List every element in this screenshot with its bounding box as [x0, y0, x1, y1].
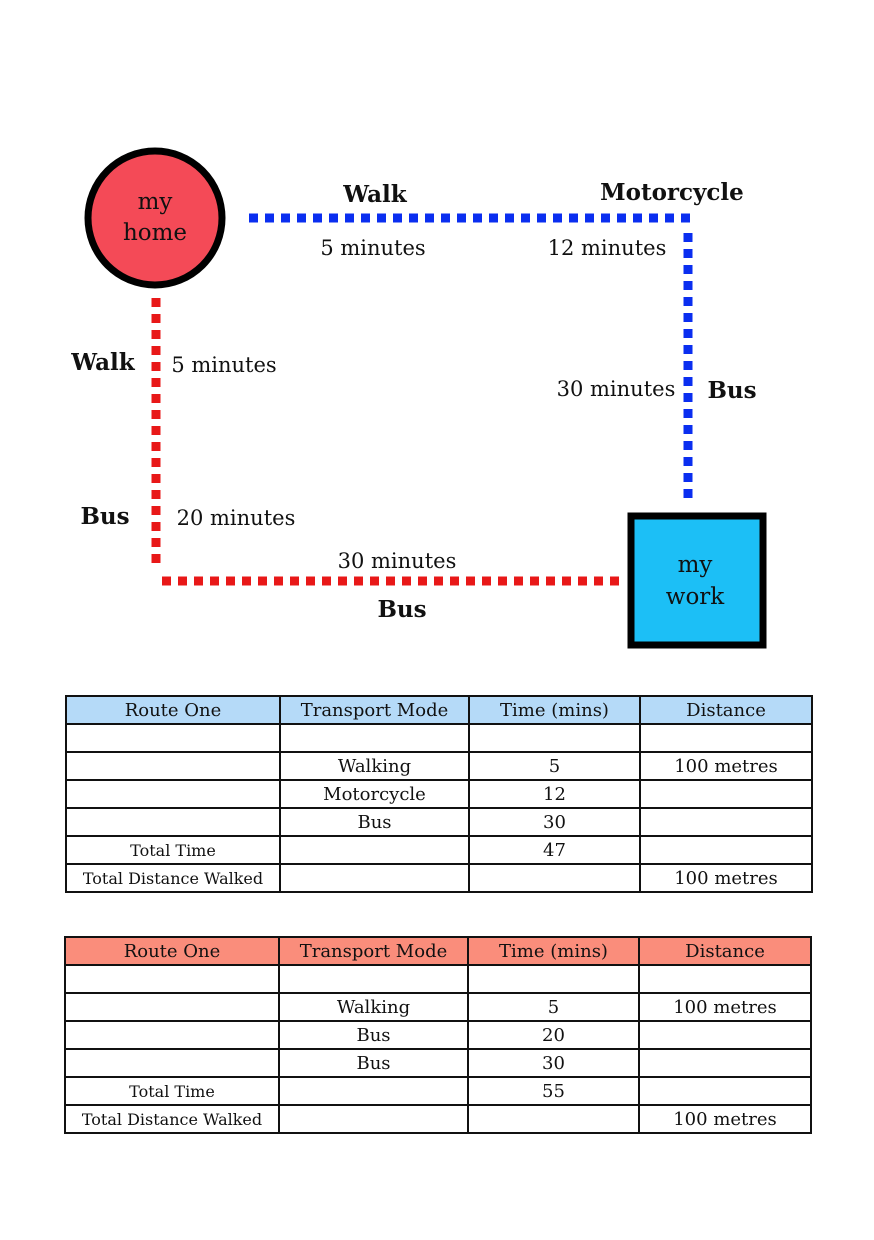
table-cell — [64, 964, 280, 994]
table-row: Walking 5 100 metres — [64, 992, 812, 1022]
total-distance-label: Total Distance Walked — [65, 863, 281, 893]
table-cell — [467, 964, 640, 994]
table-cell — [638, 964, 812, 994]
table-cell: 12 — [468, 779, 641, 809]
table-header-row: Route One Transport Mode Time (mins) Dis… — [64, 936, 812, 966]
route-one-motorcycle-label: Motorcycle — [600, 179, 744, 206]
route-two-bus-time-2: 30 minutes — [338, 549, 457, 573]
table-row: Bus 30 — [65, 807, 813, 837]
total-time-label: Total Time — [65, 835, 281, 865]
header-cell: Route One — [65, 695, 281, 725]
total-distance-value: 100 metres — [638, 1104, 812, 1134]
table-cell — [638, 1076, 812, 1106]
route-two-walk-time: 5 minutes — [171, 353, 276, 377]
table-cell — [65, 723, 281, 753]
table-row: Bus 20 — [64, 1020, 812, 1050]
header-cell: Distance — [638, 936, 812, 966]
home-circle — [84, 147, 226, 289]
route-one-bus-time: 30 minutes — [557, 377, 676, 401]
table-cell — [639, 779, 813, 809]
route-two-bus-label-1: Bus — [80, 503, 129, 530]
home-label-line2: home — [123, 220, 187, 246]
table-cell — [638, 1048, 812, 1078]
header-cell: Time (mins) — [467, 936, 640, 966]
route-one-table: Route One Transport Mode Time (mins) Dis… — [65, 695, 813, 893]
route-two-walk-label: Walk — [70, 349, 135, 376]
table-cell: 20 — [467, 1020, 640, 1050]
table-cell — [468, 863, 641, 893]
header-cell: Route One — [64, 936, 280, 966]
route-two-table: Route One Transport Mode Time (mins) Dis… — [64, 936, 812, 1134]
header-cell: Time (mins) — [468, 695, 641, 725]
table-row: Total Distance Walked 100 metres — [64, 1104, 812, 1134]
route-two-bus-time-1: 20 minutes — [177, 506, 296, 530]
table-cell — [64, 1048, 280, 1078]
total-time-value: 47 — [468, 835, 641, 865]
header-cell: Transport Mode — [279, 695, 470, 725]
table-cell — [279, 863, 470, 893]
total-time-label: Total Time — [64, 1076, 280, 1106]
table-cell — [278, 1104, 469, 1134]
table-cell: 30 — [468, 807, 641, 837]
table-cell — [639, 835, 813, 865]
work-node: my work — [627, 512, 767, 649]
route-diagram: my home my work Walk 5 minutes Motorcycl… — [70, 147, 767, 649]
work-label-line1: my — [678, 552, 713, 578]
table-cell — [639, 723, 813, 753]
route-one-walk-time: 5 minutes — [320, 236, 425, 260]
table-cell: Walking — [279, 751, 470, 781]
table-cell — [278, 1076, 469, 1106]
table-cell — [278, 964, 469, 994]
table-row: Motorcycle 12 — [65, 779, 813, 809]
work-label-line2: work — [666, 584, 726, 610]
table-cell — [65, 779, 281, 809]
table-cell — [65, 751, 281, 781]
table-cell: Motorcycle — [279, 779, 470, 809]
table-header-row: Route One Transport Mode Time (mins) Dis… — [65, 695, 813, 725]
table-cell — [279, 835, 470, 865]
table-cell — [639, 807, 813, 837]
table-cell: 100 metres — [638, 992, 812, 1022]
total-distance-label: Total Distance Walked — [64, 1104, 280, 1134]
table-cell: 100 metres — [639, 751, 813, 781]
table-row — [65, 723, 813, 753]
header-cell: Transport Mode — [278, 936, 469, 966]
table-cell — [638, 1020, 812, 1050]
table-cell — [65, 807, 281, 837]
table-row: Total Time 55 — [64, 1076, 812, 1106]
table-cell — [64, 992, 280, 1022]
total-distance-value: 100 metres — [639, 863, 813, 893]
route-one-walk-label: Walk — [342, 181, 407, 208]
table-cell — [64, 1020, 280, 1050]
table-cell: Bus — [278, 1020, 469, 1050]
table-cell: 30 — [467, 1048, 640, 1078]
route-one-bus-label: Bus — [707, 377, 756, 404]
table-row: Walking 5 100 metres — [65, 751, 813, 781]
table-row — [64, 964, 812, 994]
home-node: my home — [84, 147, 226, 289]
table-cell — [467, 1104, 640, 1134]
total-time-value: 55 — [467, 1076, 640, 1106]
header-cell: Distance — [639, 695, 813, 725]
table-cell — [279, 723, 470, 753]
table-cell: Bus — [279, 807, 470, 837]
table-cell: Walking — [278, 992, 469, 1022]
home-label-line1: my — [138, 189, 173, 215]
table-cell: Bus — [278, 1048, 469, 1078]
table-row: Bus 30 — [64, 1048, 812, 1078]
route-one-motorcycle-time: 12 minutes — [548, 236, 667, 260]
table-row: Total Distance Walked 100 metres — [65, 863, 813, 893]
table-row: Total Time 47 — [65, 835, 813, 865]
table-cell: 5 — [468, 751, 641, 781]
table-cell — [468, 723, 641, 753]
work-box — [627, 512, 767, 649]
route-two-bus-label-2: Bus — [377, 596, 426, 623]
table-cell: 5 — [467, 992, 640, 1022]
